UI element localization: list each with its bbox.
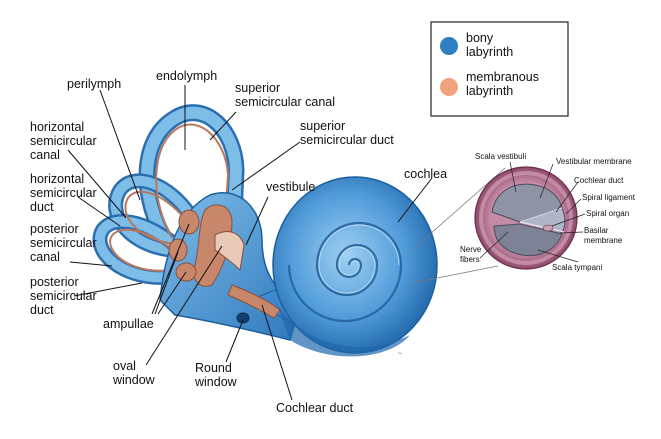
label-vestibule: vestibule bbox=[266, 180, 315, 194]
label-nerve-fibers-1: Nerve bbox=[460, 245, 482, 254]
label-posterior-canal-1: posterior bbox=[30, 222, 79, 236]
legend-membranous-line1: membranous bbox=[466, 70, 539, 84]
inset-labels: Scala vestibuli Vestibular membrane Coch… bbox=[460, 152, 636, 272]
semicircular-canals bbox=[92, 104, 245, 285]
legend-box bbox=[430, 21, 569, 117]
label-posterior-duct-3: duct bbox=[30, 303, 54, 317]
label-posterior-duct-2: semicircular bbox=[30, 289, 97, 303]
label-horizontal-canal-2: semicircular bbox=[30, 134, 97, 148]
label-perilymph: perilymph bbox=[67, 77, 121, 91]
label-vestibular-membrane: Vestibular membrane bbox=[556, 157, 632, 166]
label-superior-duct-2: semicircular duct bbox=[300, 133, 394, 147]
label-scala-vestibuli: Scala vestibuli bbox=[475, 152, 526, 161]
label-superior-canal-2: semicircular canal bbox=[235, 95, 335, 109]
label-endolymph: endolymph bbox=[156, 69, 217, 83]
label-horizontal-canal-1: horizontal bbox=[30, 120, 84, 134]
label-cochlear-duct: Cochlear duct bbox=[276, 401, 354, 415]
artist-signature: ~ bbox=[398, 350, 402, 358]
label-round-window-1: Round bbox=[195, 361, 232, 375]
label-horizontal-duct-2: semicircular bbox=[30, 186, 97, 200]
label-cochlear-duct-inset: Cochlear duct bbox=[574, 176, 624, 185]
inset-leaders bbox=[479, 161, 586, 263]
legend-bony-line1: bony bbox=[466, 31, 494, 45]
label-scala-tympani: Scala tympani bbox=[552, 263, 602, 272]
cochlea: ~ bbox=[272, 176, 438, 358]
label-posterior-canal-3: canal bbox=[30, 250, 60, 264]
label-oval-window-2: window bbox=[112, 373, 156, 387]
legend-membranous-line2: labyrinth bbox=[466, 84, 513, 98]
label-superior-canal-1: superior bbox=[235, 81, 280, 95]
label-cochlea: cochlea bbox=[404, 167, 447, 181]
label-posterior-duct-1: posterior bbox=[30, 275, 79, 289]
label-spiral-ligament: Spiral ligament bbox=[582, 193, 636, 202]
membranous-labyrinth-swatch bbox=[440, 78, 458, 96]
label-posterior-canal-2: semicircular bbox=[30, 236, 97, 250]
label-ampullae: ampullae bbox=[103, 317, 154, 331]
label-horizontal-duct-1: horizontal bbox=[30, 172, 84, 186]
main-labels: perilymph endolymph superior semicircula… bbox=[30, 69, 447, 415]
label-basilar-membrane-2: membrane bbox=[584, 236, 623, 245]
legend-bony-line2: labyrinth bbox=[466, 45, 513, 59]
label-basilar-membrane-1: Basilar bbox=[584, 226, 609, 235]
label-horizontal-canal-3: canal bbox=[30, 148, 60, 162]
label-round-window-2: window bbox=[194, 375, 238, 389]
legend: bony labyrinth membranous labyrinth bbox=[430, 21, 569, 117]
zoom-line-bottom bbox=[411, 265, 499, 284]
label-spiral-organ: Spiral organ bbox=[586, 209, 629, 218]
label-superior-duct-1: superior bbox=[300, 119, 345, 133]
cochlea-cross-section-inset bbox=[411, 166, 578, 284]
label-nerve-fibers-2: fibers bbox=[460, 255, 480, 264]
label-horizontal-duct-3: duct bbox=[30, 200, 54, 214]
leader-lines bbox=[67, 85, 433, 401]
label-oval-window-1: oval bbox=[113, 359, 136, 373]
bony-labyrinth-swatch bbox=[440, 37, 458, 55]
